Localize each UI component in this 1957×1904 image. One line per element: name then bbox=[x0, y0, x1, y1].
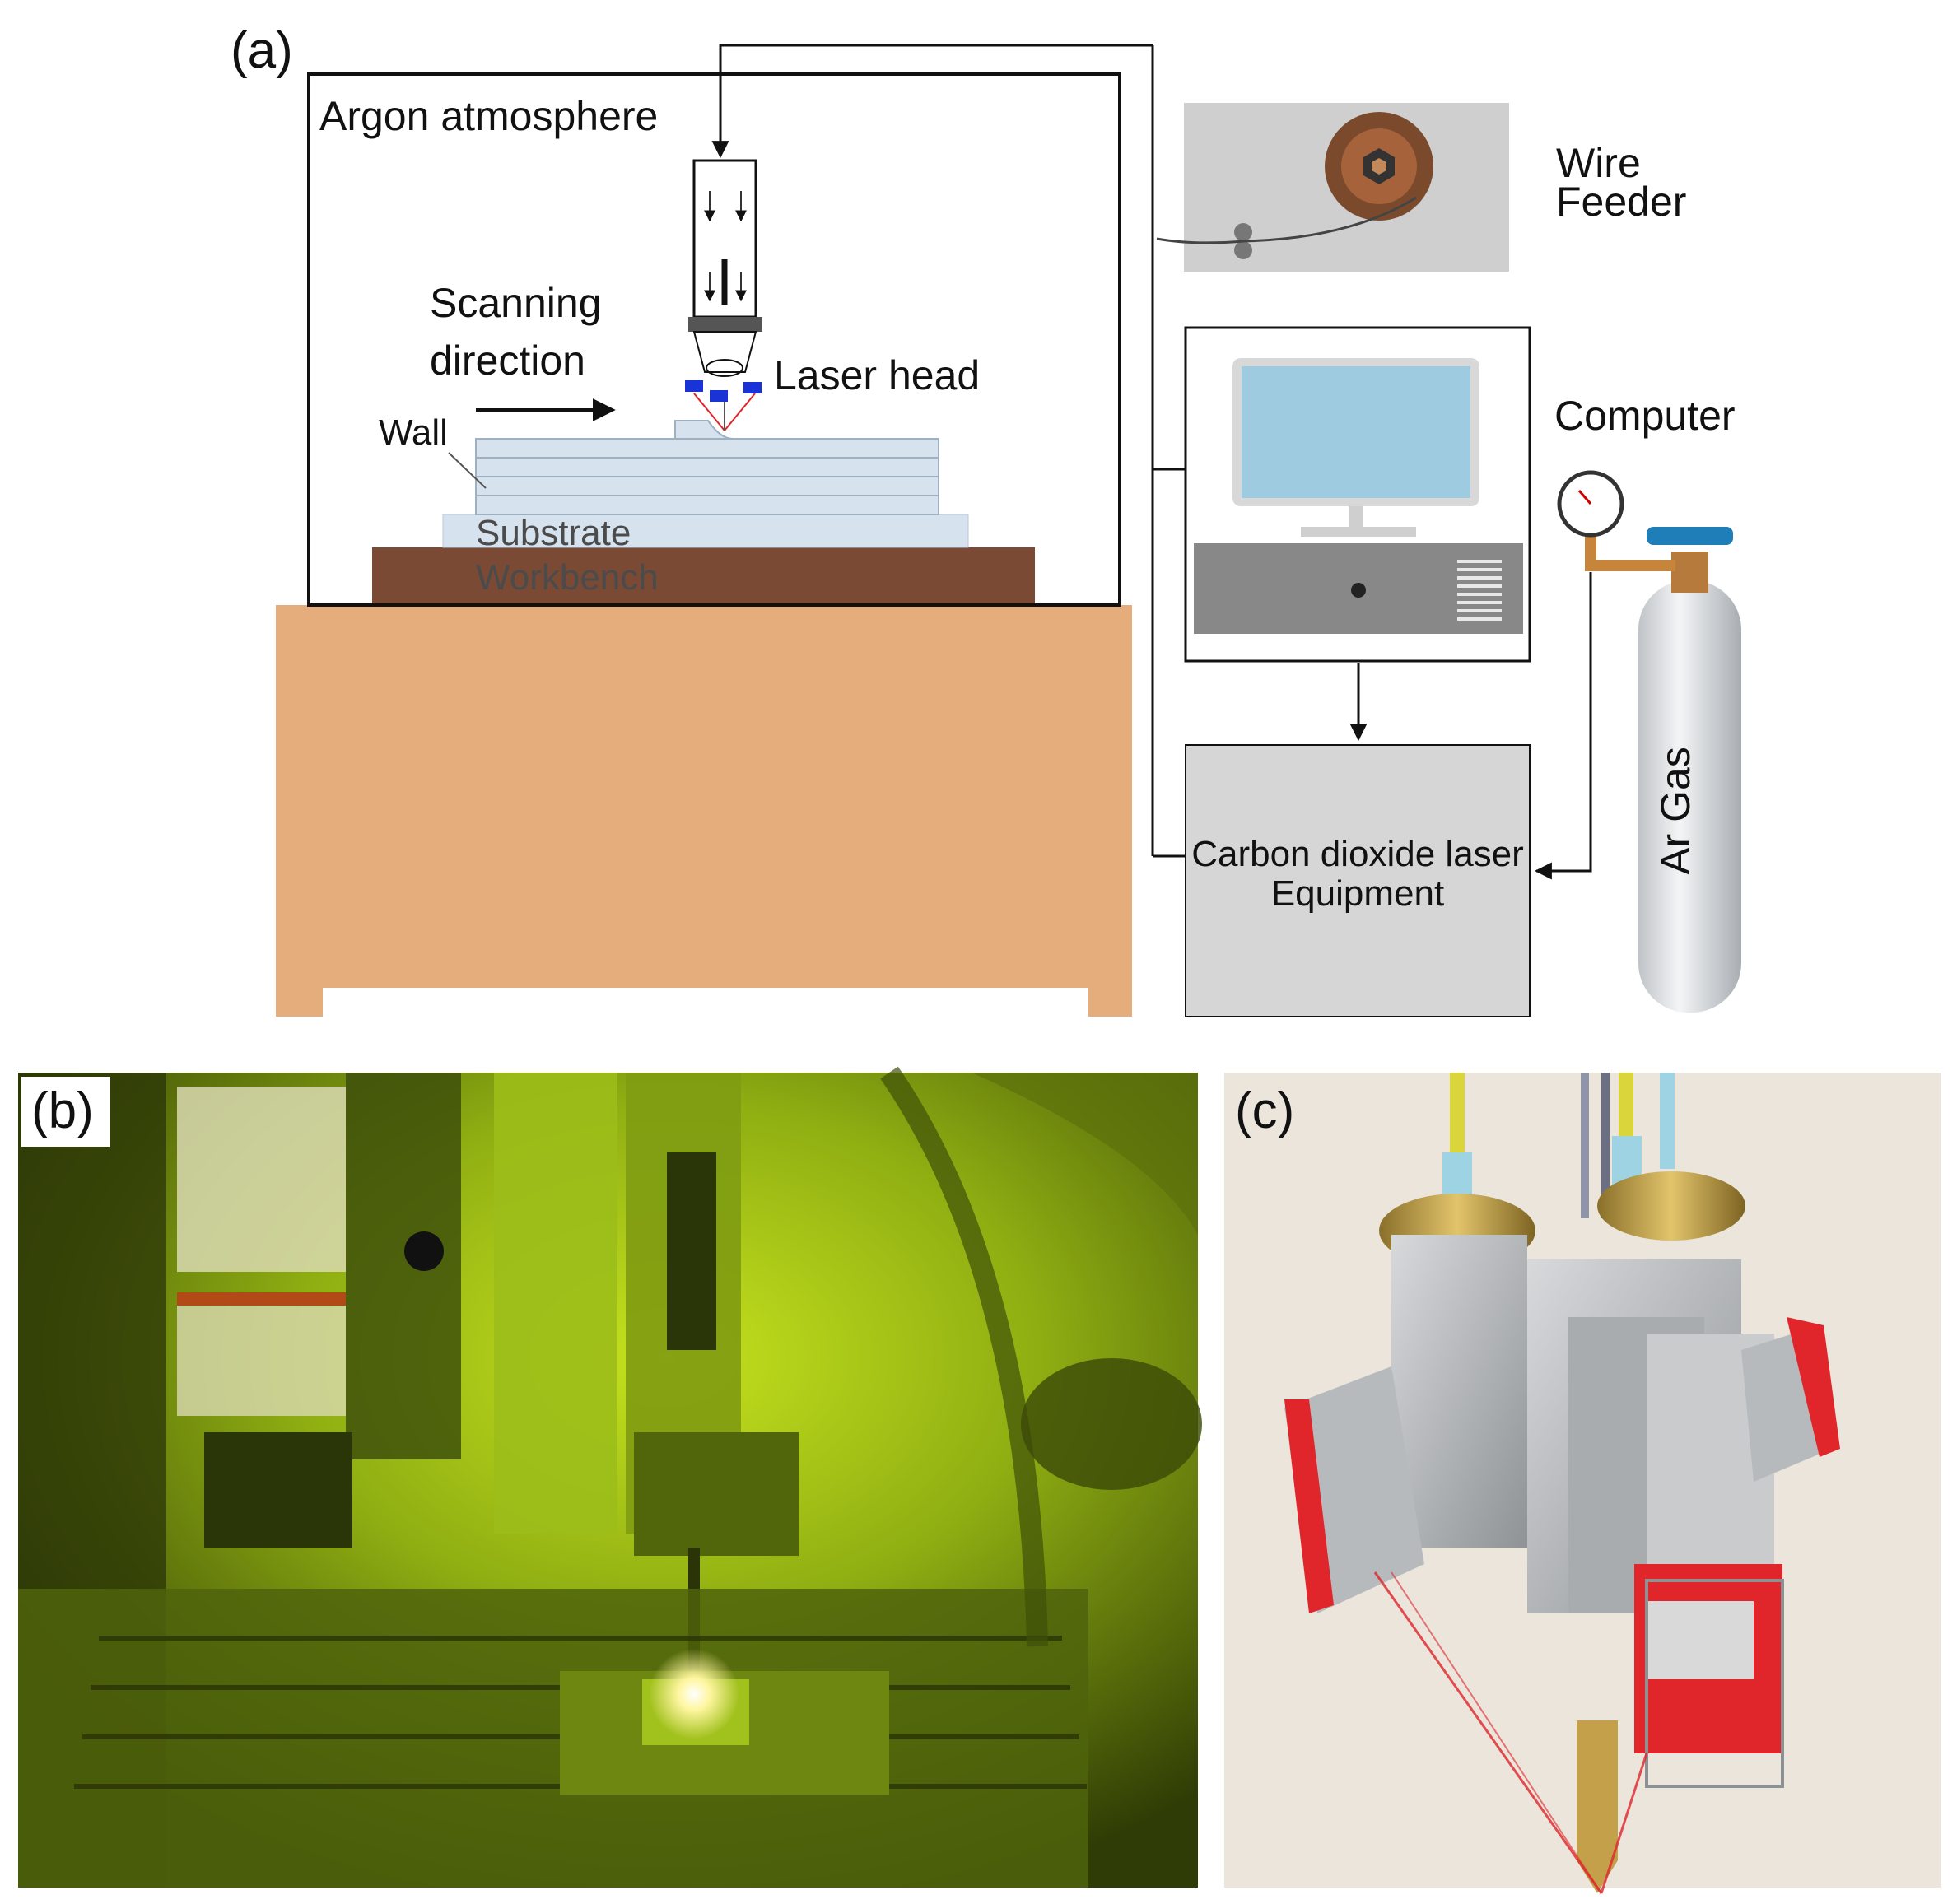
laser-head-label: Laser head bbox=[774, 352, 980, 398]
panel-b-label-bg bbox=[21, 1077, 110, 1147]
substrate bbox=[442, 514, 969, 548]
wire-feeder-label-2: Feeder bbox=[1556, 179, 1686, 225]
wall-pointer bbox=[448, 452, 487, 489]
panel-a: (a) Argon atmosphere Workbench Substrate… bbox=[231, 22, 1741, 1021]
computer-screen bbox=[1242, 366, 1470, 498]
laser-equipment bbox=[1185, 744, 1531, 1017]
table bbox=[276, 605, 1132, 1021]
laser-equipment-label-2: Equipment bbox=[1271, 873, 1444, 914]
laser-equipment-label-1: Carbon dioxide laser bbox=[1191, 834, 1524, 874]
computer-label: Computer bbox=[1554, 393, 1736, 439]
panel-c-label-bg bbox=[1228, 1077, 1317, 1147]
substrate-label: Substrate bbox=[476, 513, 631, 553]
workbench-label: Workbench bbox=[476, 557, 659, 598]
panel-c-label: (c) bbox=[1235, 1082, 1294, 1139]
wire-feeder-label-1: Wire bbox=[1556, 140, 1641, 186]
ar-gas-label: Ar Gas bbox=[1652, 747, 1698, 875]
wall bbox=[475, 420, 939, 515]
panel-b-label: (b) bbox=[31, 1082, 94, 1139]
wall-label: Wall bbox=[379, 412, 448, 453]
computer bbox=[1184, 326, 1531, 663]
ar-gas-cylinder bbox=[1557, 470, 1741, 1013]
argon-atmosphere-label: Argon atmosphere bbox=[319, 93, 658, 139]
feed-line-top bbox=[711, 44, 1153, 159]
panel-a-label: (a) bbox=[231, 22, 293, 79]
laser-head bbox=[685, 159, 762, 431]
scanning-label-1: Scanning bbox=[430, 280, 602, 326]
panel-b-photo: (b) bbox=[18, 1066, 1202, 1888]
panel-c-render: (c) bbox=[1224, 1073, 1941, 1894]
wire-feeder bbox=[1156, 103, 1509, 272]
gas-line-arrow bbox=[1534, 572, 1592, 880]
scanning-label-2: direction bbox=[430, 338, 585, 384]
workbench bbox=[372, 547, 1035, 603]
